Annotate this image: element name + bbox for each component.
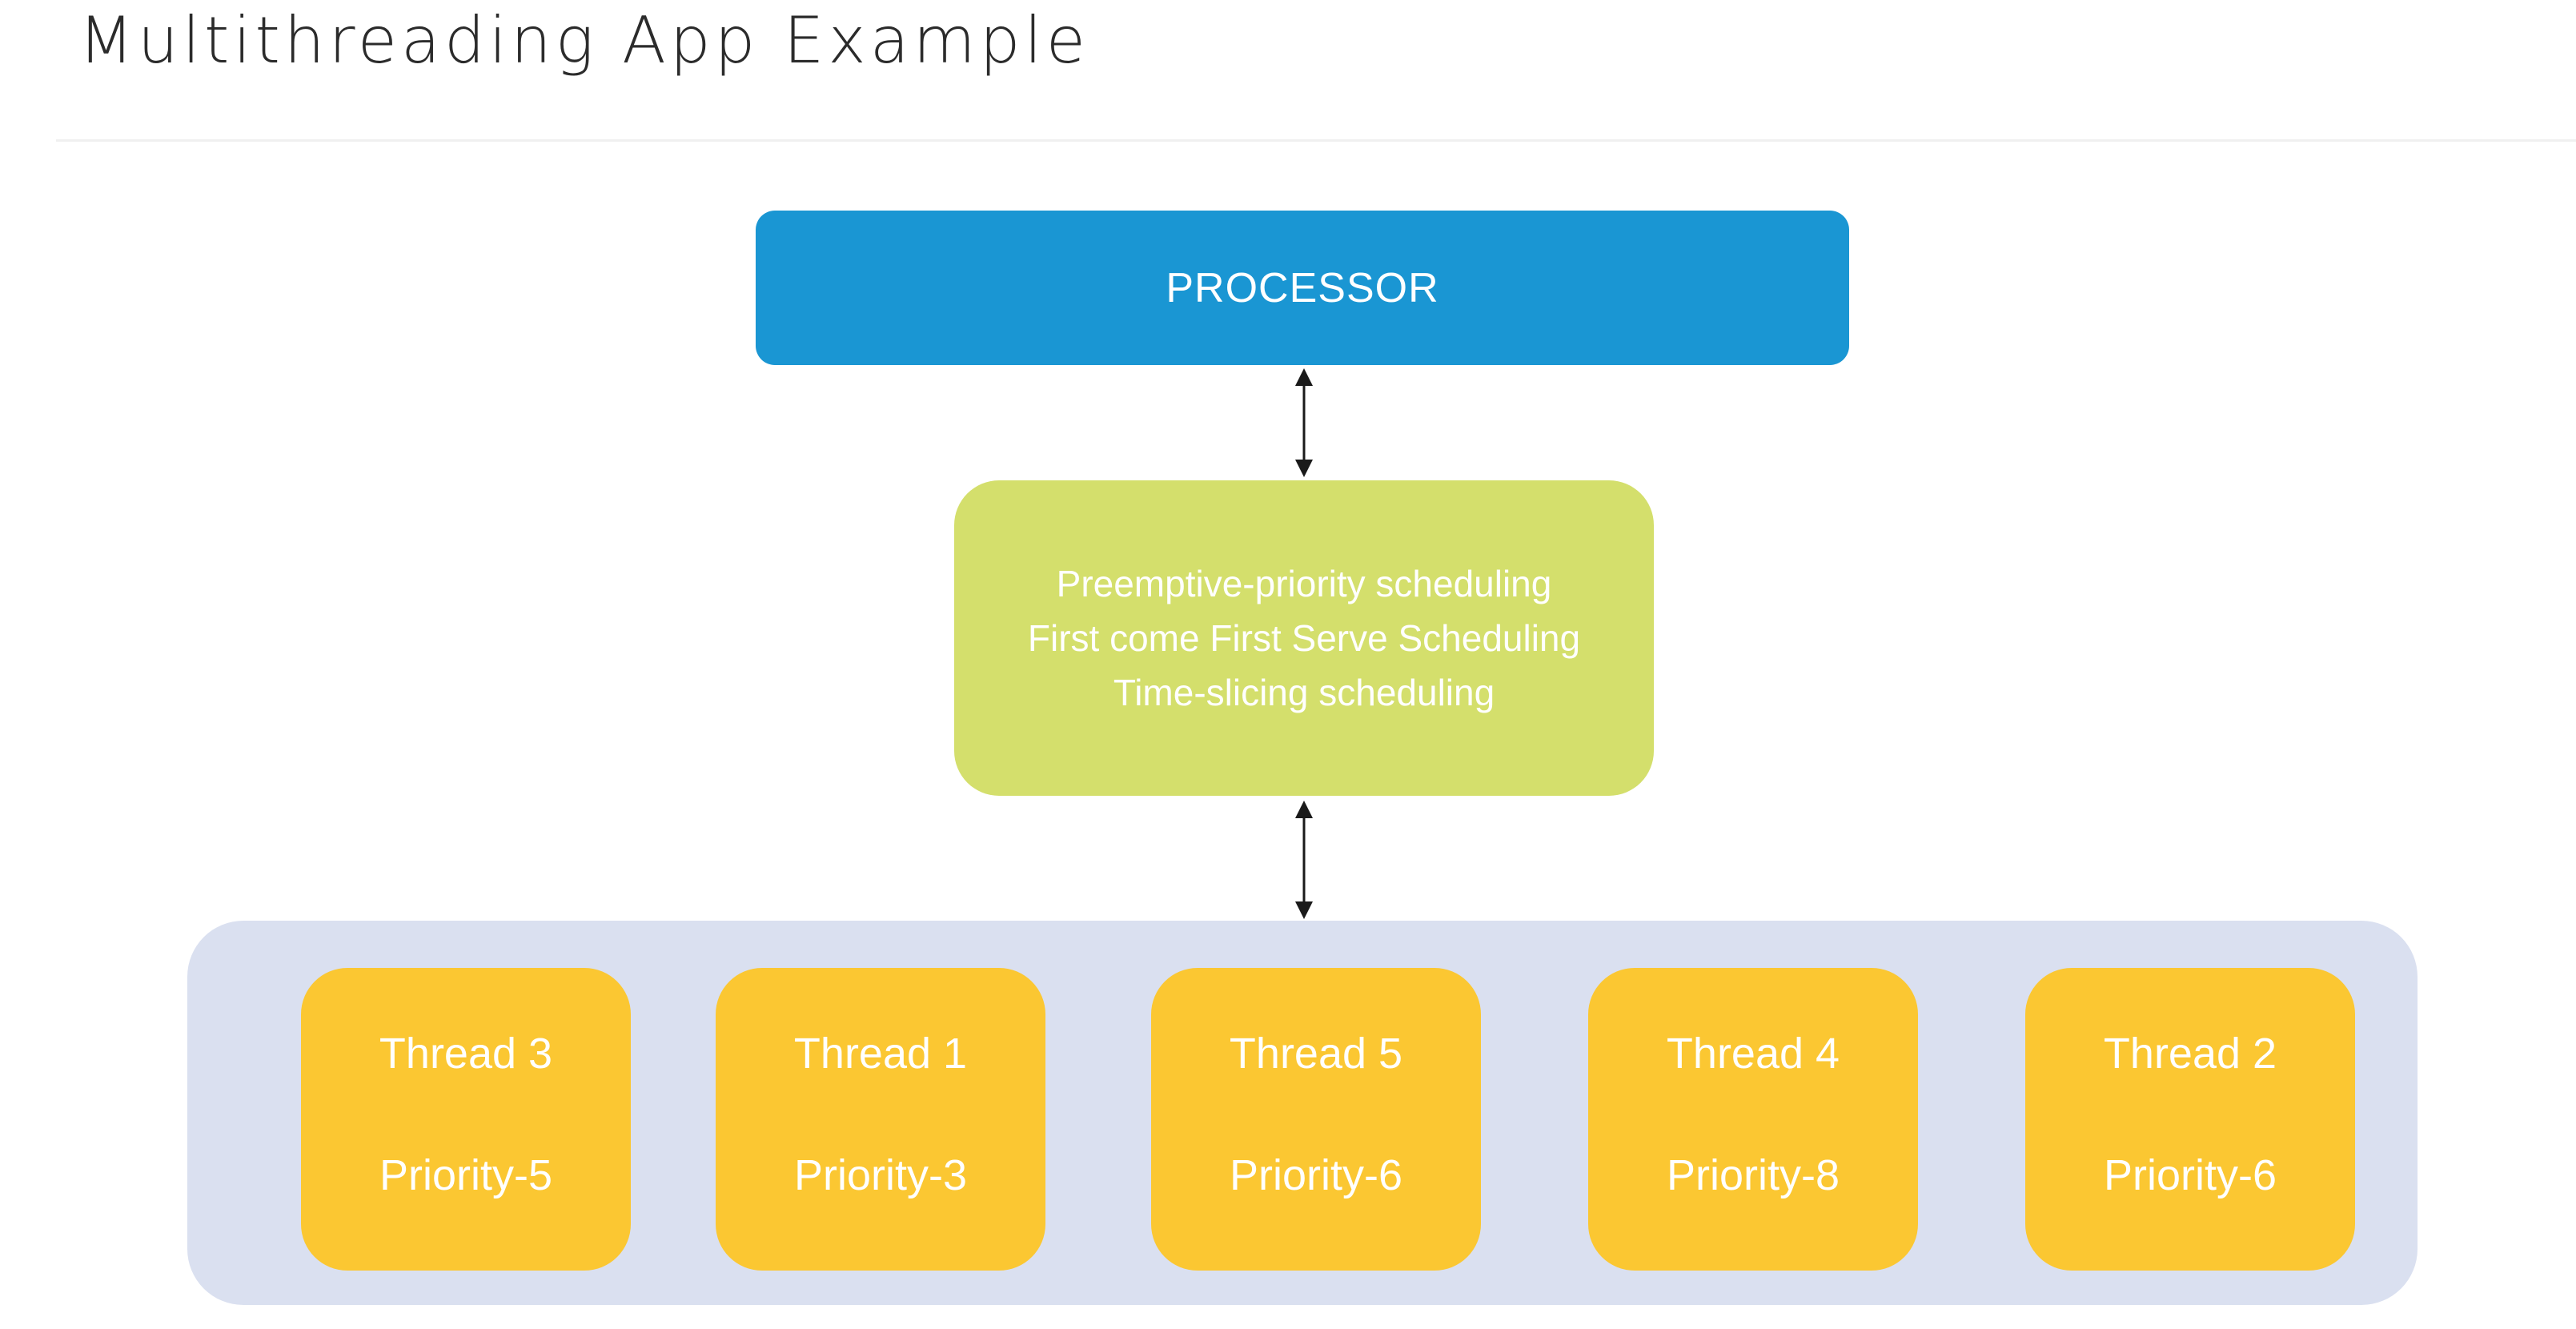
thread-priority: Priority-5 [379,1151,553,1199]
thread-card: Thread 5 Priority-6 [1151,968,1481,1271]
thread-name: Thread 5 [1229,1030,1403,1078]
thread-name: Thread 3 [379,1030,553,1078]
thread-priority: Priority-8 [1666,1151,1840,1199]
scheduler-line-preemptive: Preemptive-priority scheduling [1056,563,1552,604]
scheduler-line-fcfs: First come First Serve Scheduling [1027,617,1581,659]
thread-name: Thread 4 [1666,1030,1840,1078]
thread-name: Thread 1 [793,1030,968,1078]
thread-priority: Priority-6 [2103,1151,2277,1199]
title-divider [56,139,2576,142]
thread-card: Thread 2 Priority-6 [2025,968,2355,1271]
thread-card: Thread 1 Priority-3 [716,968,1045,1271]
thread-card: Thread 3 Priority-5 [301,968,631,1271]
thread-priority: Priority-6 [1229,1151,1403,1199]
thread-priority: Priority-3 [793,1151,968,1199]
slide-title: Multithreading App Example [78,3,1089,78]
scheduler-box: Preemptive-priority scheduling First com… [954,480,1654,796]
processor-box: PROCESSOR [756,211,1849,365]
processor-label: PROCESSOR [1166,264,1439,311]
thread-card: Thread 4 Priority-8 [1588,968,1918,1271]
thread-name: Thread 2 [2103,1030,2277,1078]
processor-scheduler-arrow-icon [1295,368,1313,477]
scheduler-threads-arrow-icon [1295,801,1313,919]
scheduler-line-time-slicing: Time-slicing scheduling [1113,672,1495,713]
